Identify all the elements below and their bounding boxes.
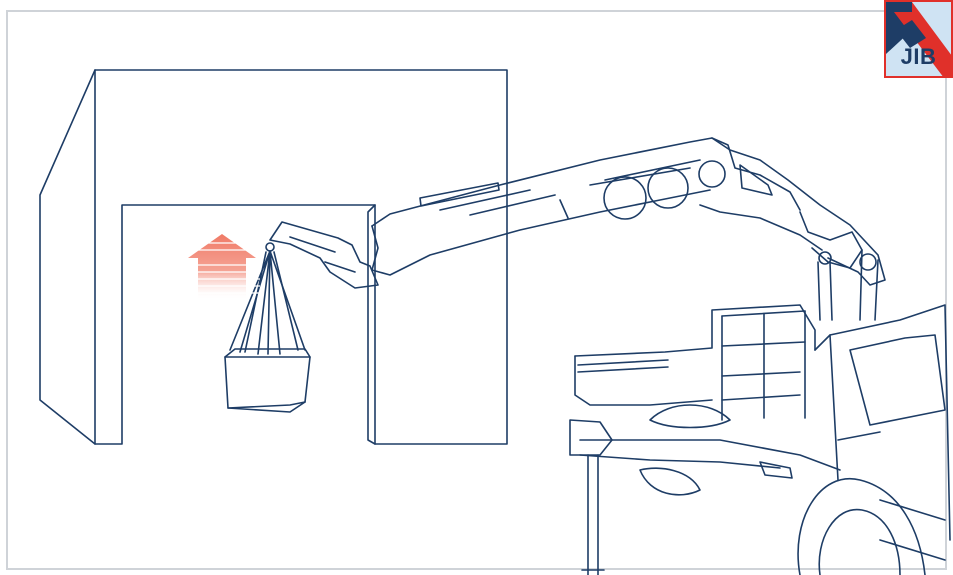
jib-logo: JIB [884, 0, 953, 78]
load-bag [224, 242, 311, 413]
crane-boom [269, 137, 886, 321]
lifting-arrow [188, 234, 260, 300]
scene-frame [6, 10, 947, 570]
logo-mark [886, 2, 951, 76]
logo-text: JIB [900, 44, 937, 69]
truck [569, 304, 951, 575]
building [39, 69, 508, 445]
